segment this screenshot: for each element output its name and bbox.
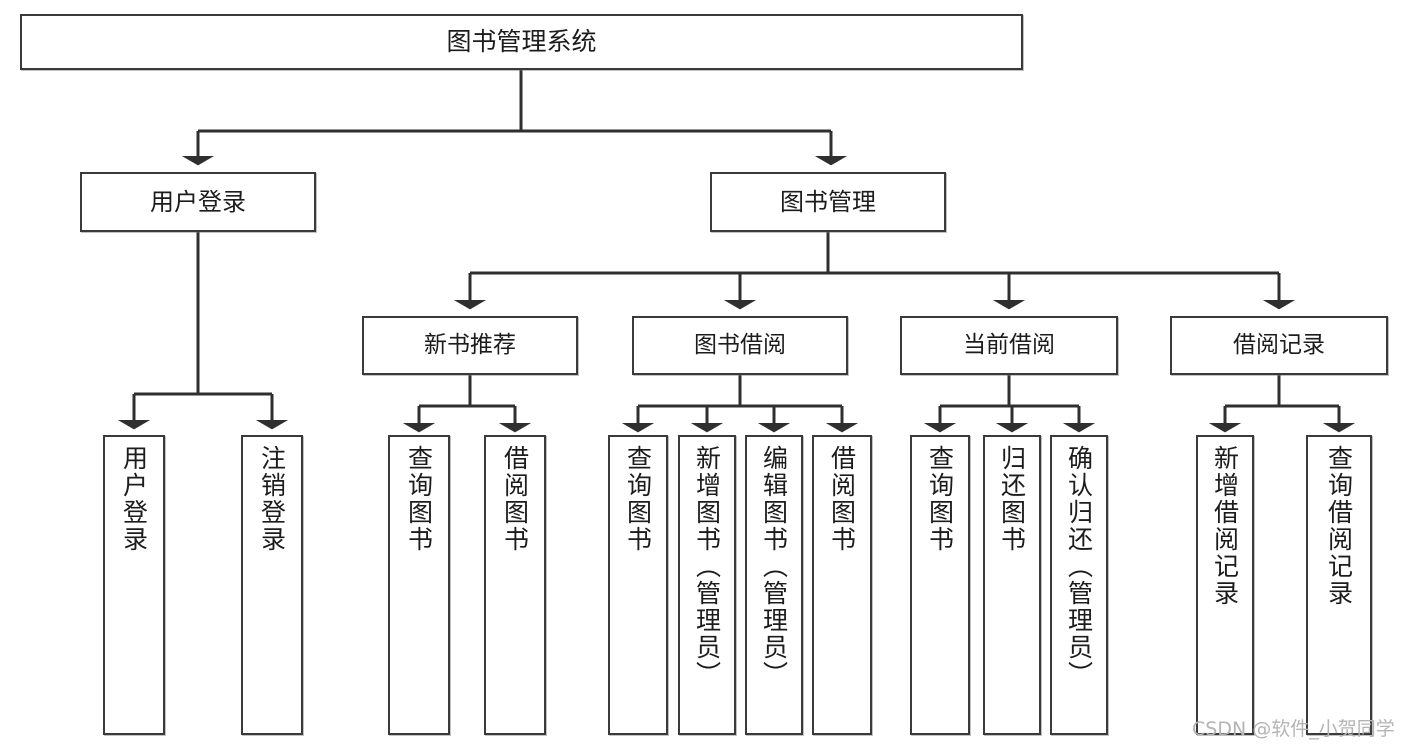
- csdn-watermark: CSDN @软件_小贺同学: [1192, 718, 1395, 740]
- node-book-borrow-label: 图书借阅: [694, 331, 786, 358]
- node-root-label: 图书管理系统: [446, 27, 597, 57]
- node-borrow-record[interactable]: 借阅记录: [1170, 316, 1388, 375]
- node-leaf-query-book-current-label: 查询图书: [925, 445, 955, 553]
- node-current-borrow[interactable]: 当前借阅: [900, 316, 1118, 375]
- node-leaf-borrow-book-label: 借阅图书: [827, 445, 857, 553]
- node-leaf-query-book-current[interactable]: 查询图书: [910, 435, 970, 735]
- node-leaf-query-book-rec[interactable]: 查询图书: [388, 435, 450, 735]
- node-leaf-add-borrow-record[interactable]: 新增借阅记录: [1196, 435, 1254, 735]
- node-leaf-user-logout[interactable]: 注销登录: [241, 435, 303, 735]
- node-leaf-user-login[interactable]: 用户登录: [103, 435, 165, 735]
- node-leaf-borrow-book-rec[interactable]: 借阅图书: [484, 435, 546, 735]
- node-leaf-return-book[interactable]: 归还图书: [983, 435, 1041, 735]
- node-current-borrow-label: 当前借阅: [963, 331, 1055, 358]
- node-root[interactable]: 图书管理系统: [20, 14, 1023, 70]
- node-leaf-query-book-borrow[interactable]: 查询图书: [608, 435, 668, 735]
- node-leaf-confirm-return-admin[interactable]: 确认归还（管理员）: [1050, 435, 1108, 735]
- node-borrow-record-label: 借阅记录: [1233, 331, 1325, 358]
- node-leaf-query-book-borrow-label: 查询图书: [623, 445, 653, 553]
- node-book-manage-label: 图书管理: [780, 187, 876, 216]
- node-leaf-confirm-return-admin-label: 确认归还（管理员）: [1064, 445, 1094, 688]
- node-leaf-add-book-admin[interactable]: 新增图书（管理员）: [678, 435, 736, 735]
- node-leaf-add-book-admin-label: 新增图书（管理员）: [692, 445, 722, 688]
- node-new-book-rec-label: 新书推荐: [424, 331, 516, 358]
- node-book-borrow[interactable]: 图书借阅: [632, 316, 848, 375]
- node-user-login-label: 用户登录: [150, 187, 246, 216]
- node-leaf-add-borrow-record-label: 新增借阅记录: [1210, 445, 1240, 607]
- node-leaf-borrow-book[interactable]: 借阅图书: [812, 435, 872, 735]
- node-leaf-return-book-label: 归还图书: [997, 445, 1027, 553]
- node-leaf-user-login-label: 用户登录: [119, 445, 149, 553]
- node-user-login[interactable]: 用户登录: [80, 172, 316, 232]
- node-leaf-query-borrow-record[interactable]: 查询借阅记录: [1306, 435, 1372, 735]
- node-new-book-rec[interactable]: 新书推荐: [362, 316, 578, 375]
- node-leaf-edit-book-admin-label: 编辑图书（管理员）: [759, 445, 789, 688]
- node-leaf-query-book-rec-label: 查询图书: [404, 445, 434, 553]
- node-book-manage[interactable]: 图书管理: [710, 172, 946, 232]
- node-leaf-query-borrow-record-label: 查询借阅记录: [1324, 445, 1354, 607]
- node-leaf-edit-book-admin[interactable]: 编辑图书（管理员）: [745, 435, 803, 735]
- node-leaf-borrow-book-rec-label: 借阅图书: [500, 445, 530, 553]
- node-leaf-user-logout-label: 注销登录: [257, 445, 287, 553]
